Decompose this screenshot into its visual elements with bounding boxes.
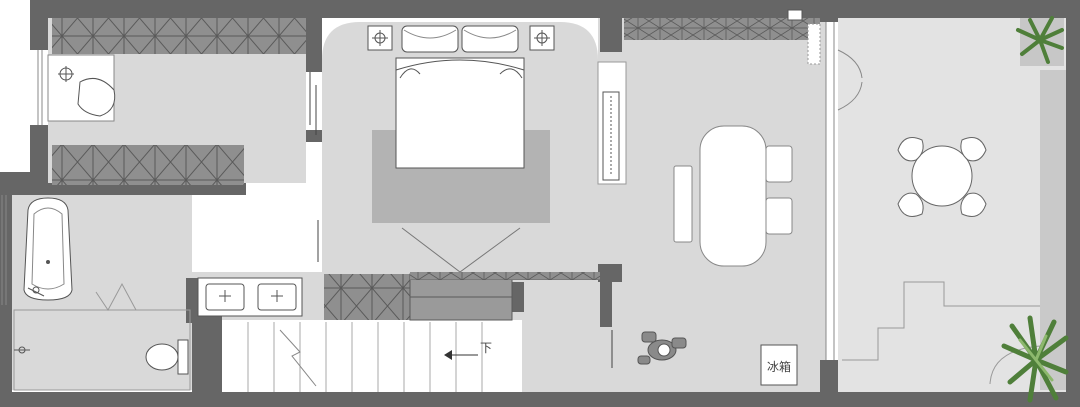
wall-bath-right-up — [186, 278, 198, 323]
wall-closet-bed — [306, 0, 322, 72]
wall-left-mid — [30, 125, 48, 183]
vanity-chair — [77, 77, 116, 117]
bathtub — [23, 197, 73, 301]
terrace-table-set — [897, 137, 987, 217]
dining-chair-2 — [765, 197, 793, 235]
stairs-arrow-head-icon — [444, 350, 452, 360]
terrace-door — [825, 22, 863, 360]
bed-alcove — [322, 18, 598, 60]
wall-left-upper — [30, 0, 48, 50]
wardrobe-top — [52, 18, 306, 54]
pillow-left — [401, 25, 459, 53]
wall-top — [30, 0, 1080, 18]
fridge-label: 冰箱 — [767, 359, 791, 374]
bathtub-drain — [46, 260, 50, 264]
wall-bottom — [0, 392, 838, 407]
toilet — [145, 339, 189, 375]
dining-chair-1 — [765, 145, 793, 183]
bath-faucet-icon — [27, 286, 45, 297]
wardrobe-living-top — [624, 18, 820, 40]
floor-stairs — [222, 320, 522, 392]
bedside-lamp-right-icon — [529, 25, 555, 51]
wardrobe-bottom — [52, 145, 244, 185]
wardrobe-hall-top-strip — [410, 272, 600, 280]
wall-terrace-top — [838, 0, 1080, 18]
tv-projection-lines — [401, 227, 521, 273]
wardrobe-hall — [324, 274, 410, 320]
terrace-door-swing — [989, 345, 1041, 385]
wall-living-right — [820, 0, 838, 22]
plant-icon — [1016, 16, 1064, 66]
sink-tap-icons — [219, 290, 283, 302]
wall-stair-right — [510, 282, 524, 312]
switch-icon — [787, 9, 803, 21]
wall-stub-mid — [600, 272, 612, 327]
terrace-steps — [842, 281, 1040, 361]
bedside-lamp-left-icon — [367, 25, 393, 51]
closet-door — [309, 72, 319, 262]
wall-closet-bath — [12, 183, 246, 195]
wall-living-right-low — [820, 360, 838, 407]
bed-blanket-fold-2 — [399, 68, 523, 79]
shower-head-icon — [14, 346, 30, 354]
left-window — [1, 50, 43, 305]
bed-blanket-fold — [395, 59, 525, 71]
stairs-break-line — [279, 329, 317, 387]
plant-large-icon — [1001, 315, 1069, 403]
pillow-crease — [403, 29, 517, 39]
curtain — [807, 23, 821, 65]
fridge — [760, 344, 798, 386]
dining-table — [699, 125, 767, 267]
bed — [395, 57, 525, 169]
pillow-right — [461, 25, 519, 53]
bench — [673, 165, 693, 243]
wall-closet-bed-low — [306, 130, 322, 142]
stairs — [247, 322, 483, 392]
bathtub-inner — [31, 207, 65, 290]
shower-door-swing — [95, 282, 137, 311]
stairs-down-label: 下 — [480, 341, 492, 355]
wall-bed-living — [600, 0, 622, 52]
floor-terrace — [838, 18, 1066, 392]
wall-terrace-bottom — [838, 392, 1080, 407]
lamp-icon — [58, 66, 74, 82]
person-figure — [637, 331, 687, 365]
wall-terrace-right — [1066, 0, 1080, 407]
